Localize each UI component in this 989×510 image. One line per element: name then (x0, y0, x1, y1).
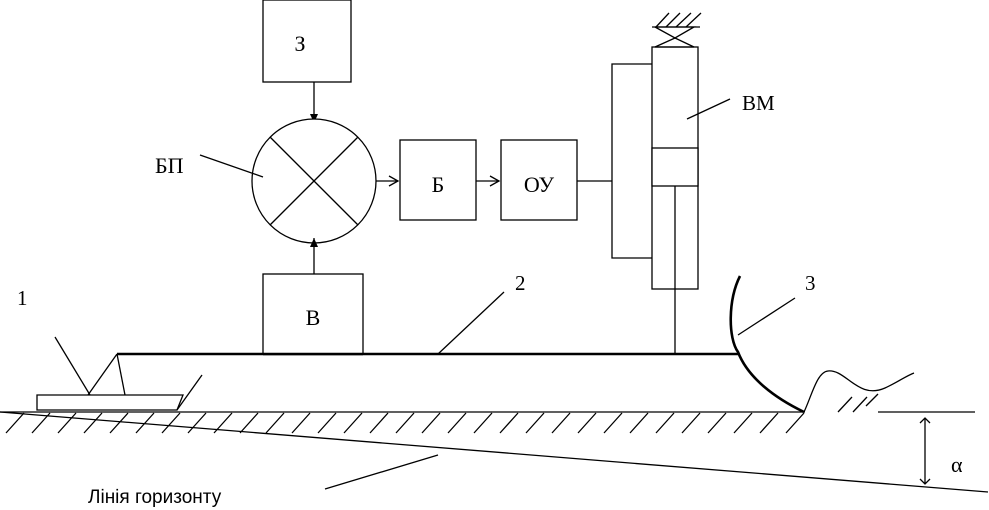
horizon-leader (324, 454, 439, 490)
callout-1-leader (54, 336, 91, 396)
hatch-mark (603, 412, 623, 434)
hatch-mark (759, 412, 779, 434)
hatch-mark (733, 412, 753, 434)
block-v-label: В (306, 305, 321, 330)
comparator-label: БП (155, 153, 184, 178)
hatch-mark (707, 412, 727, 434)
callout-3-label: 3 (805, 271, 816, 295)
hatch-mark (447, 412, 467, 434)
hatch-mark (291, 412, 311, 434)
hatch-mark (421, 412, 441, 434)
hatch-mark (109, 412, 129, 434)
blade: 3 (729, 271, 915, 414)
hatch-mark (83, 412, 103, 434)
hatch-mark (525, 412, 545, 434)
callout-2-leader (437, 291, 505, 355)
block-z-label: З (294, 31, 305, 56)
hatch-mark (395, 412, 415, 434)
hatch-mark (135, 412, 155, 434)
block-b: Б (399, 139, 477, 221)
comparator-leader (199, 154, 264, 178)
hatch-mark (499, 412, 519, 434)
hatch-mark (577, 412, 597, 434)
horizon-line (0, 411, 989, 493)
block-z: З (262, 0, 352, 83)
hatch-mark (343, 412, 363, 434)
hatch-mark (473, 412, 493, 434)
hatch-mark (5, 412, 25, 434)
cylinder-pivot-mount (652, 12, 702, 48)
soil-hatching (837, 393, 879, 413)
horizon-label: Лінія горизонту (88, 487, 222, 508)
comparator: БП (155, 118, 377, 244)
block-v: В (262, 273, 364, 356)
hydraulic-cylinder: ВМ (651, 46, 775, 354)
vm-label: ВМ (742, 91, 775, 115)
ou-to-vm-lines (577, 63, 652, 259)
hatch-mark (317, 412, 337, 434)
angle-indicator: α (919, 417, 963, 485)
hatch-mark (551, 412, 571, 434)
hatch-mark (785, 412, 805, 434)
angle-label: α (951, 452, 963, 477)
ski-support: 1 (17, 286, 203, 411)
hatch-mark (265, 412, 285, 434)
hatch-mark (681, 412, 701, 434)
block-b-label: Б (432, 172, 445, 197)
hatch-mark (161, 412, 181, 434)
hatch-mark (239, 412, 259, 434)
hatch-mark (187, 412, 207, 434)
callout-3-leader (737, 297, 796, 336)
vm-leader (686, 98, 731, 120)
hatch-mark (629, 412, 649, 434)
ground (0, 411, 975, 434)
hatch-mark (57, 412, 77, 434)
hatch-mark (369, 412, 389, 434)
callout-1-label: 1 (17, 286, 28, 310)
ground-hatching (5, 412, 805, 434)
block-ou: ОУ (500, 139, 578, 221)
callout-2-label: 2 (515, 271, 526, 295)
hatch-mark (655, 412, 675, 434)
block-ou-label: ОУ (524, 172, 555, 197)
frame-beam: 2 (117, 271, 738, 356)
